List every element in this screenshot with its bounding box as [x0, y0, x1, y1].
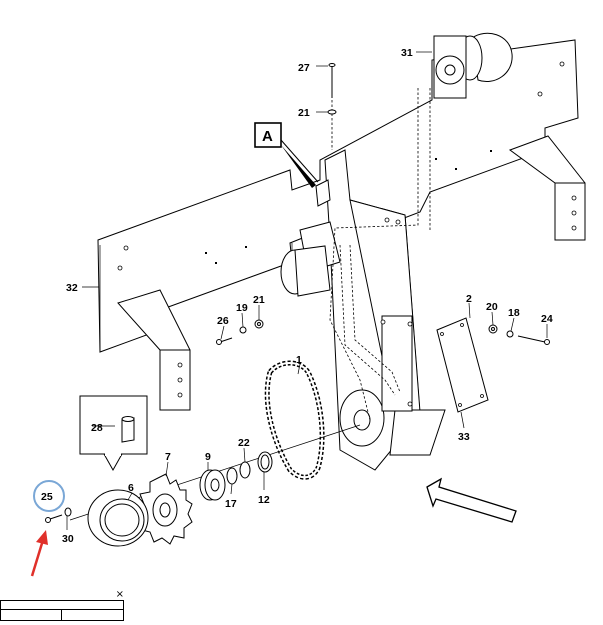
callout-19: 19 — [236, 302, 248, 314]
mini-window-row — [0, 609, 124, 621]
highlight-circle — [33, 480, 65, 512]
callout-18: 18 — [508, 307, 520, 319]
callout-21-top: 21 — [298, 107, 310, 119]
leader-lines — [66, 51, 548, 530]
callout-7: 7 — [165, 451, 171, 463]
callout-17: 17 — [225, 498, 237, 510]
callout-9: 9 — [205, 451, 211, 463]
chain-routing-line — [329, 88, 419, 421]
callout-21-mid: 21 — [253, 294, 265, 306]
roller-chain — [264, 360, 325, 480]
callout-6: 6 — [128, 482, 134, 494]
callout-32: 32 — [66, 282, 78, 294]
detail-marker-a: A — [254, 122, 319, 188]
close-icon[interactable]: × — [115, 589, 124, 600]
chain-internal — [339, 244, 401, 396]
drive-housing — [280, 149, 446, 471]
callout-25: 25 — [41, 491, 53, 503]
callout-22: 22 — [238, 437, 250, 449]
callout-1: 1 — [296, 354, 302, 366]
mini-window-titlebar — [0, 600, 124, 609]
cover-plate — [436, 317, 489, 413]
detail-marker-label: A — [262, 128, 273, 145]
callout-24: 24 — [541, 313, 553, 325]
callout-labels: 27 21 31 32 1 2 20 18 24 33 26 19 21 7 9… — [41, 47, 553, 545]
callout-27: 27 — [298, 62, 310, 74]
pointer-arrow — [30, 530, 48, 577]
callout-20: 20 — [486, 301, 498, 313]
callout-28: 28 — [91, 422, 103, 434]
mini-window: × — [0, 589, 124, 621]
callout-33: 33 — [458, 431, 470, 443]
callout-31: 31 — [401, 47, 413, 59]
callout-30: 30 — [62, 533, 74, 545]
detail-inset-28 — [79, 395, 148, 472]
mini-window-divider — [61, 610, 62, 620]
direction-arrow — [426, 477, 517, 523]
callout-12: 12 — [258, 494, 270, 506]
drive-motor — [433, 32, 513, 99]
small-parts — [45, 63, 550, 547]
callout-2: 2 — [466, 293, 472, 305]
callout-26: 26 — [217, 315, 229, 327]
